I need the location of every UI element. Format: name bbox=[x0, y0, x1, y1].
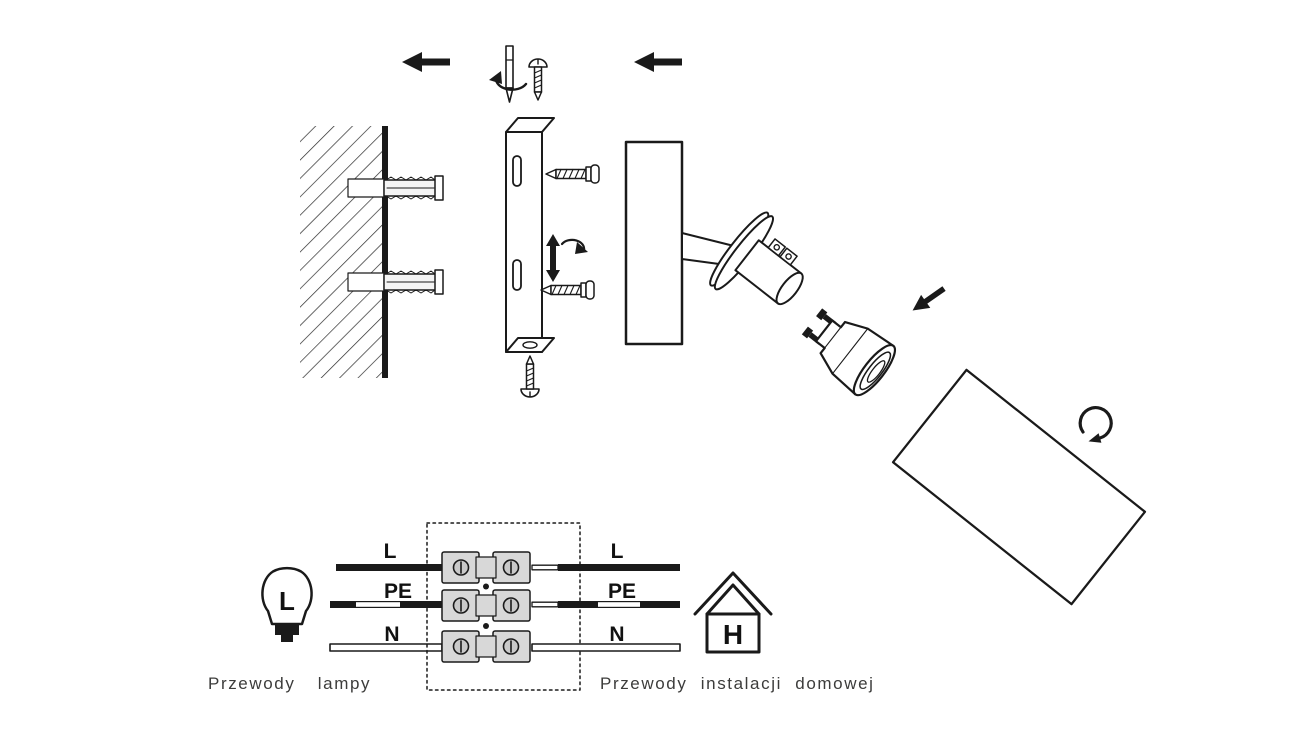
bracket-hole bbox=[522, 341, 538, 349]
mounting-screw-icon bbox=[520, 355, 540, 398]
insert-arrow-icon bbox=[908, 281, 949, 318]
wire-l-house bbox=[558, 564, 680, 571]
lamp-body bbox=[624, 140, 684, 346]
bracket-top-tab bbox=[505, 117, 555, 133]
house-symbol: H bbox=[693, 571, 773, 654]
wall-hatch bbox=[300, 126, 384, 378]
label-pe-lamp: PE bbox=[384, 580, 412, 603]
caption-lamp-wires: Przewody lampy bbox=[208, 674, 371, 693]
caption-house-wires: Przewody instalacji domowej bbox=[600, 674, 875, 693]
lamp-symbol: L bbox=[261, 566, 313, 642]
lamp-head-opening bbox=[775, 271, 804, 306]
wall-plug-icon bbox=[383, 269, 444, 295]
house-symbol-letter: H bbox=[723, 619, 743, 650]
bracket-slot bbox=[512, 259, 522, 291]
gu10-bulb bbox=[801, 308, 897, 397]
lamp-wire-labels: L PE N bbox=[384, 540, 412, 646]
label-l-house: L bbox=[611, 540, 624, 563]
wall-surface-edge bbox=[382, 126, 388, 378]
mounting-screw-icon bbox=[528, 58, 548, 101]
drill-hole bbox=[347, 272, 385, 292]
bulb-face bbox=[852, 344, 897, 397]
mounting-screw-icon bbox=[545, 164, 600, 184]
label-l-lamp: L bbox=[384, 540, 397, 563]
screwdriver-bit-icon bbox=[505, 45, 514, 89]
wall-cross-section bbox=[300, 126, 444, 378]
step-arrow-left-1 bbox=[402, 52, 450, 72]
step-arrow-left-2 bbox=[634, 52, 682, 72]
label-n-lamp: N bbox=[384, 623, 399, 646]
block-mount-hole bbox=[483, 623, 489, 629]
house-body bbox=[705, 612, 761, 654]
wiring-diagram: L L PE N bbox=[208, 522, 875, 693]
drill-hole bbox=[347, 178, 385, 198]
assembly-diagram bbox=[300, 45, 1147, 606]
house-wire-labels: L PE N bbox=[608, 540, 636, 646]
terminal-row-l bbox=[441, 551, 531, 584]
label-n-house: N bbox=[609, 623, 624, 646]
lamp-head bbox=[709, 211, 804, 306]
bulb-outline bbox=[261, 566, 313, 626]
bulb-base bbox=[275, 624, 299, 635]
bracket-slot bbox=[512, 155, 522, 187]
socket-terminal bbox=[767, 238, 787, 257]
terminal-row-pe bbox=[441, 589, 531, 622]
lamp-fixture bbox=[624, 140, 804, 346]
house-wires bbox=[531, 564, 681, 652]
rotate-shade-arrow-icon bbox=[1078, 406, 1113, 443]
socket-terminal bbox=[779, 247, 798, 266]
lamp-symbol-letter: L bbox=[279, 586, 295, 616]
label-pe-house: PE bbox=[608, 580, 636, 603]
mounting-bracket bbox=[505, 117, 600, 398]
screwdriver-bit-and-screw bbox=[489, 45, 548, 103]
mounting-screw-icon bbox=[540, 280, 595, 300]
wire-n-house bbox=[531, 643, 681, 652]
bracket-plate bbox=[505, 131, 543, 353]
glass-shade bbox=[891, 368, 1147, 606]
wall-plug-icon bbox=[383, 175, 444, 201]
up-down-arrow-icon bbox=[546, 234, 560, 282]
wire-l-lamp bbox=[336, 564, 442, 571]
block-mount-hole bbox=[483, 583, 489, 590]
terminal-block bbox=[426, 522, 581, 691]
rotation-arrow-icon bbox=[560, 238, 586, 252]
house-roof bbox=[693, 571, 773, 616]
terminal-row-n bbox=[441, 630, 531, 663]
